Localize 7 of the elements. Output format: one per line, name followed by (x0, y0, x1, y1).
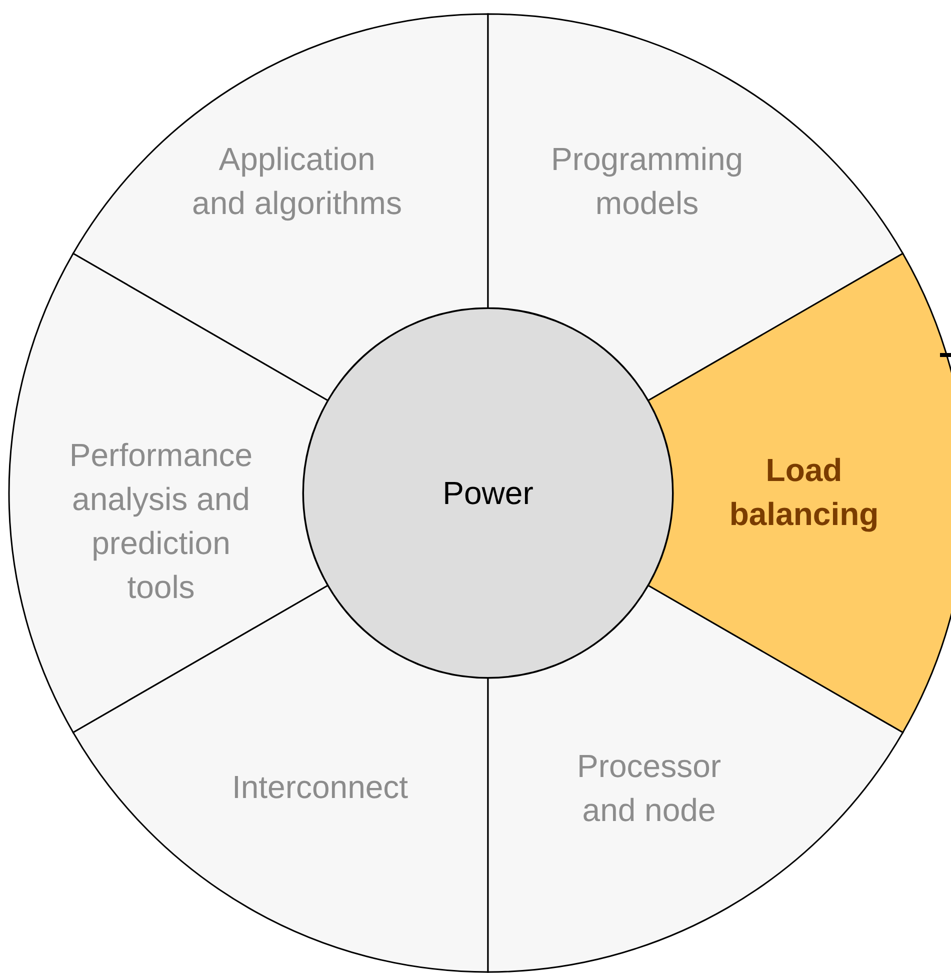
center-label: Power (442, 474, 534, 512)
segment-label: Interconnect (230, 768, 410, 807)
segment-label: Load balancing (728, 451, 880, 534)
segment-label: Processor and node (576, 747, 722, 830)
segment-label: Performance analysis and prediction tools (68, 436, 254, 607)
segment-label: Application and algorithms (191, 140, 403, 223)
segment-label: Programming models (550, 140, 744, 223)
